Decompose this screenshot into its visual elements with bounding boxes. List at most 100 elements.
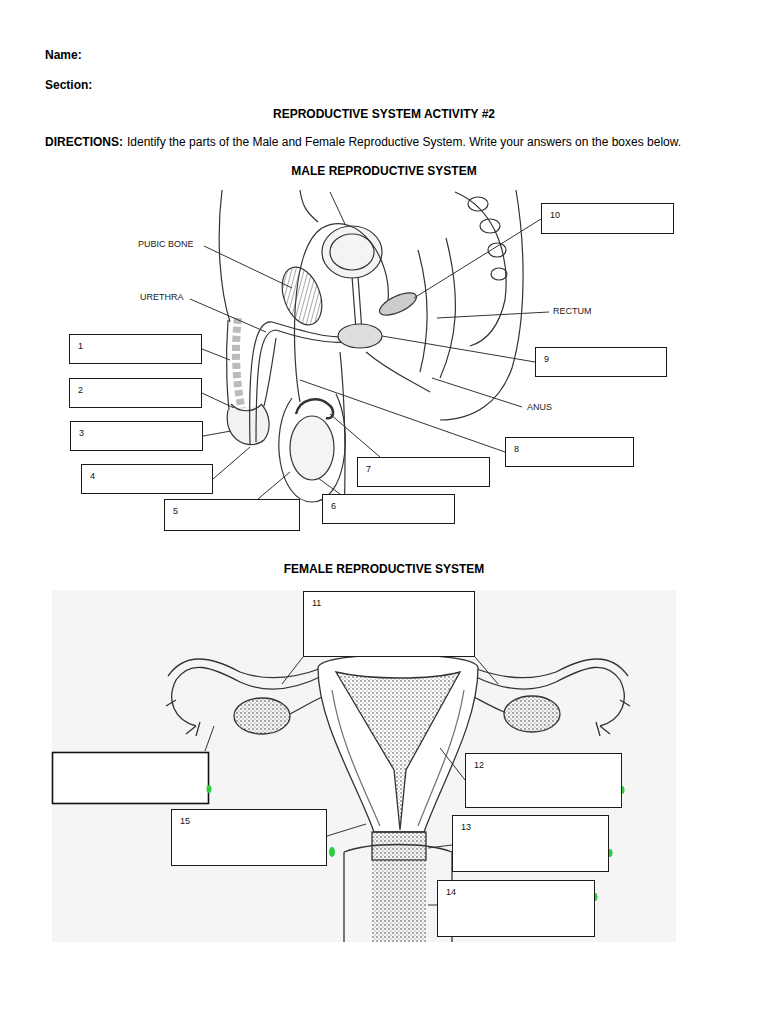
leader-line (282, 657, 303, 684)
leader-line (213, 447, 250, 479)
answer-box: 2 (69, 378, 202, 408)
part-label: RECTUM (553, 306, 592, 317)
penis-outline (227, 320, 231, 425)
epididymis (296, 399, 333, 418)
vaginal-canal (372, 860, 426, 942)
directions-text: Identify the parts of the Male and Femal… (127, 135, 681, 149)
green-mark (329, 847, 335, 857)
rectum-back (440, 238, 455, 378)
rectum-front (418, 250, 427, 372)
back-outline (440, 190, 523, 420)
answer-box: 10 (541, 203, 674, 234)
answer-box: 11 (303, 591, 475, 657)
bladder (322, 226, 382, 278)
answer-box: 1 (69, 334, 202, 364)
leader-line (437, 312, 549, 318)
leader-line (330, 414, 380, 457)
male-illustration (190, 190, 549, 520)
foreskin (231, 404, 262, 411)
vertebra (468, 197, 488, 211)
callout-number: 4 (82, 467, 95, 482)
leader-line (204, 246, 292, 288)
leader-line (318, 478, 340, 494)
scrotum (279, 394, 346, 502)
blank-answer-box (53, 753, 209, 804)
fimbriae (596, 700, 630, 736)
answer-box: 14 (437, 880, 595, 937)
callout-number: 3 (71, 424, 84, 439)
leader-line (203, 431, 231, 436)
answer-box: 9 (535, 347, 667, 377)
form-field-label: Name: (45, 48, 82, 62)
section-heading: FEMALE REPRODUCTIVE SYSTEM (0, 562, 768, 576)
fallopian-tube (474, 659, 628, 678)
ovarian-ligament (290, 696, 324, 714)
callout-number: 9 (536, 350, 549, 365)
leader-line (475, 657, 498, 684)
leader-line (428, 845, 452, 848)
glans (227, 405, 269, 445)
leader-line (432, 378, 522, 407)
female-illustration (52, 590, 676, 942)
leader-line (202, 349, 230, 360)
answer-box: 13 (452, 815, 609, 872)
callout-number: 13 (453, 818, 471, 833)
answer-box: 12 (465, 753, 622, 808)
ovary (504, 696, 560, 732)
testis (290, 416, 334, 480)
ovarian-ligament (472, 696, 504, 712)
leader-line (440, 748, 465, 780)
leader-line (382, 336, 535, 362)
callout-number: 2 (70, 381, 83, 396)
abdomen-line (300, 190, 318, 222)
fimbriae (166, 700, 200, 736)
vas-deferens (294, 224, 388, 402)
leader-line (300, 380, 505, 452)
part-label: ANUS (527, 402, 552, 413)
vertebra (491, 268, 507, 280)
leader-line (190, 299, 266, 332)
answer-box: 6 (322, 494, 455, 524)
answer-box: 4 (81, 464, 213, 494)
answer-box: 3 (70, 421, 203, 451)
sacrum (455, 192, 506, 346)
erectile-tissue (236, 318, 244, 418)
bladder-inner (330, 234, 374, 270)
callout-number: 6 (323, 497, 336, 512)
leader-line (258, 472, 290, 499)
uterus (318, 655, 478, 833)
leader-line (414, 219, 541, 298)
part-label: PUBIC BONE (138, 239, 194, 250)
section-heading: MALE REPRODUCTIVE SYSTEM (0, 164, 768, 178)
seminal-vesicle (376, 288, 419, 319)
uterine-cavity (336, 672, 460, 830)
green-mark (207, 785, 212, 793)
leader-lines (190, 192, 549, 499)
ovary (234, 698, 290, 734)
leader-line (327, 824, 366, 836)
leader-line (202, 393, 234, 408)
figure-ground (52, 590, 676, 942)
callout-number: 15 (172, 812, 190, 827)
leader-line (330, 192, 345, 224)
callout-number: 5 (165, 502, 178, 517)
callout-number: 10 (542, 206, 560, 221)
prostate (338, 324, 382, 348)
callout-number: 12 (466, 756, 484, 771)
callout-number: 11 (304, 594, 321, 609)
answer-box: 15 (171, 809, 327, 866)
answer-box: 5 (164, 499, 300, 531)
svg-part (166, 655, 630, 943)
leader-line (428, 905, 437, 906)
leader-line (205, 726, 214, 751)
callout-number: 14 (438, 883, 456, 898)
worksheet-title: REPRODUCTIVE SYSTEM ACTIVITY #2 (0, 107, 768, 121)
callout-number: 1 (70, 337, 83, 352)
pubic-bone (275, 262, 329, 331)
cervix (372, 832, 426, 860)
directions-heading: DIRECTIONS: (45, 135, 123, 149)
callout-number: 8 (506, 440, 519, 455)
penis-back (264, 338, 276, 406)
vertebra (480, 219, 500, 233)
